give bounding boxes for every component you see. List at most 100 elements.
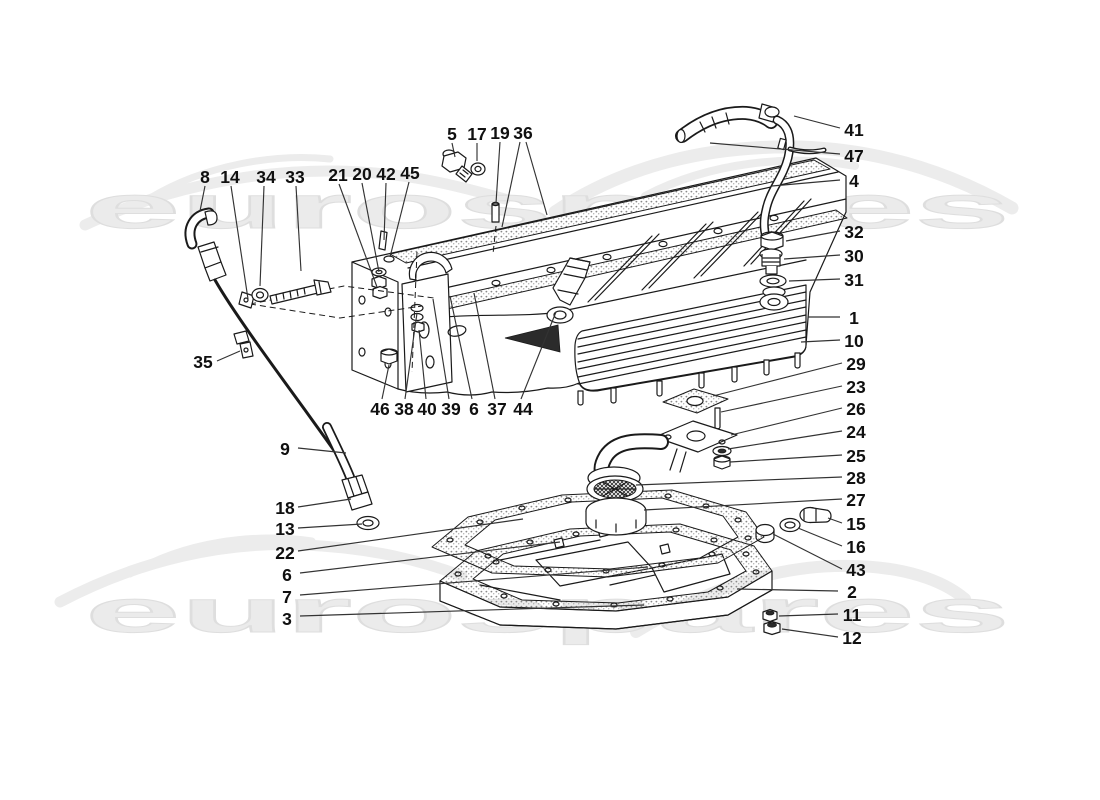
- oil-strainer-screen: [586, 475, 644, 503]
- part-label-44: 44: [513, 399, 533, 419]
- tube-clip: [238, 291, 255, 309]
- part-label-25: 25: [846, 446, 866, 466]
- leader-line-3: [299, 604, 645, 617]
- leader-line-25: [729, 454, 843, 463]
- part-label-37: 37: [487, 399, 506, 419]
- part-label-10: 10: [844, 331, 864, 351]
- leader-line-9: [297, 447, 347, 454]
- bolt: [269, 279, 332, 305]
- leader-line-11: [778, 613, 839, 617]
- part-label-3: 3: [282, 609, 292, 629]
- car-silhouette-swoosh: [126, 534, 316, 578]
- part-label-17: 17: [467, 124, 486, 144]
- part-label-15: 15: [846, 514, 866, 534]
- leader-line-5: [451, 142, 456, 158]
- part-label-32: 32: [844, 222, 864, 242]
- part-label-21: 21: [328, 165, 348, 185]
- leader-line-33: [295, 185, 302, 272]
- leader-line-24: [727, 430, 843, 450]
- leader-line-6: [449, 295, 473, 400]
- washer: [759, 274, 787, 288]
- leader-line-29: [712, 362, 843, 397]
- dipstick-handle: [204, 210, 218, 226]
- leader-line-14: [230, 185, 249, 300]
- leader-line-27: [643, 498, 843, 511]
- hose-end: [676, 128, 686, 144]
- leader-line-38: [404, 312, 418, 400]
- leader-line-39: [432, 298, 450, 400]
- car-silhouette-swoosh: [146, 154, 334, 202]
- part-label-7: 7: [282, 587, 292, 607]
- gasket-strip: [389, 159, 831, 264]
- pan-gasket: [439, 523, 773, 612]
- oil-pressure-sensor: [441, 149, 473, 183]
- finned-sump-block: [574, 284, 807, 391]
- leader-line-26: [730, 407, 843, 436]
- leader-line-19: [495, 141, 501, 204]
- union-fitting: [759, 248, 783, 275]
- part-label-1: 1: [849, 308, 859, 328]
- part-label-38: 38: [394, 399, 414, 419]
- hex-nut: [380, 348, 398, 365]
- shadow-wedge: [504, 324, 561, 353]
- tube-bracket: [233, 330, 254, 359]
- leader-line-18: [297, 498, 352, 508]
- part-label-34: 34: [256, 167, 276, 187]
- leader-line-6: [299, 541, 561, 574]
- leader-line-43: [772, 533, 843, 570]
- part-label-4: 4: [849, 171, 859, 191]
- part-label-42: 42: [376, 164, 396, 184]
- part-label-39: 39: [441, 399, 461, 419]
- part-label-16: 16: [846, 537, 866, 557]
- car-silhouette-swoosh: [641, 156, 859, 200]
- part-label-31: 31: [844, 270, 864, 290]
- breather-pipe-assembly: [675, 103, 827, 311]
- leader-line-10: [800, 339, 841, 343]
- part-label-45: 45: [400, 163, 420, 183]
- leader-line-31: [788, 278, 841, 282]
- washer: [470, 162, 486, 176]
- leader-line-36: [501, 141, 521, 228]
- sump-boss: [759, 293, 789, 311]
- leader-line-44: [520, 311, 557, 400]
- part-label-6: 6: [282, 565, 292, 585]
- part-label-8: 8: [200, 167, 210, 187]
- washer: [251, 287, 269, 303]
- strainer-retaining-ring: [585, 497, 647, 536]
- part-label-6: 6: [469, 399, 479, 419]
- leader-line-47: [709, 142, 841, 155]
- leader-line-4: [771, 179, 841, 187]
- drain-plug-set: [755, 506, 832, 544]
- leader-line-34: [259, 185, 265, 287]
- oil-pickup-assembly: [585, 388, 738, 536]
- leader-line-20: [361, 182, 380, 273]
- hex-nut: [713, 455, 731, 470]
- part-label-47: 47: [844, 146, 863, 166]
- part-label-36: 36: [513, 123, 533, 143]
- part-label-19: 19: [490, 123, 510, 143]
- part-label-18: 18: [275, 498, 295, 518]
- part-label-27: 27: [846, 490, 865, 510]
- part-label-2: 2: [847, 582, 857, 602]
- leader-line-42: [383, 182, 387, 241]
- part-label-12: 12: [842, 628, 862, 648]
- union-nut: [760, 231, 784, 251]
- sump-studs: [577, 352, 801, 406]
- car-silhouette-swoosh: [548, 140, 1019, 219]
- leader-line-21: [338, 183, 378, 288]
- leader-line-45: [389, 181, 410, 258]
- part-label-41: 41: [844, 120, 864, 140]
- part-label-13: 13: [275, 519, 295, 539]
- leader-line-30: [783, 254, 841, 260]
- leader-line-28: [635, 476, 843, 486]
- washer: [356, 515, 380, 531]
- leader-line-37: [473, 292, 496, 400]
- stud: [491, 203, 500, 223]
- leader-line-41: [793, 115, 841, 129]
- washer-nut-stack: [410, 303, 425, 333]
- part-label-30: 30: [844, 246, 864, 266]
- part-label-5: 5: [447, 124, 457, 144]
